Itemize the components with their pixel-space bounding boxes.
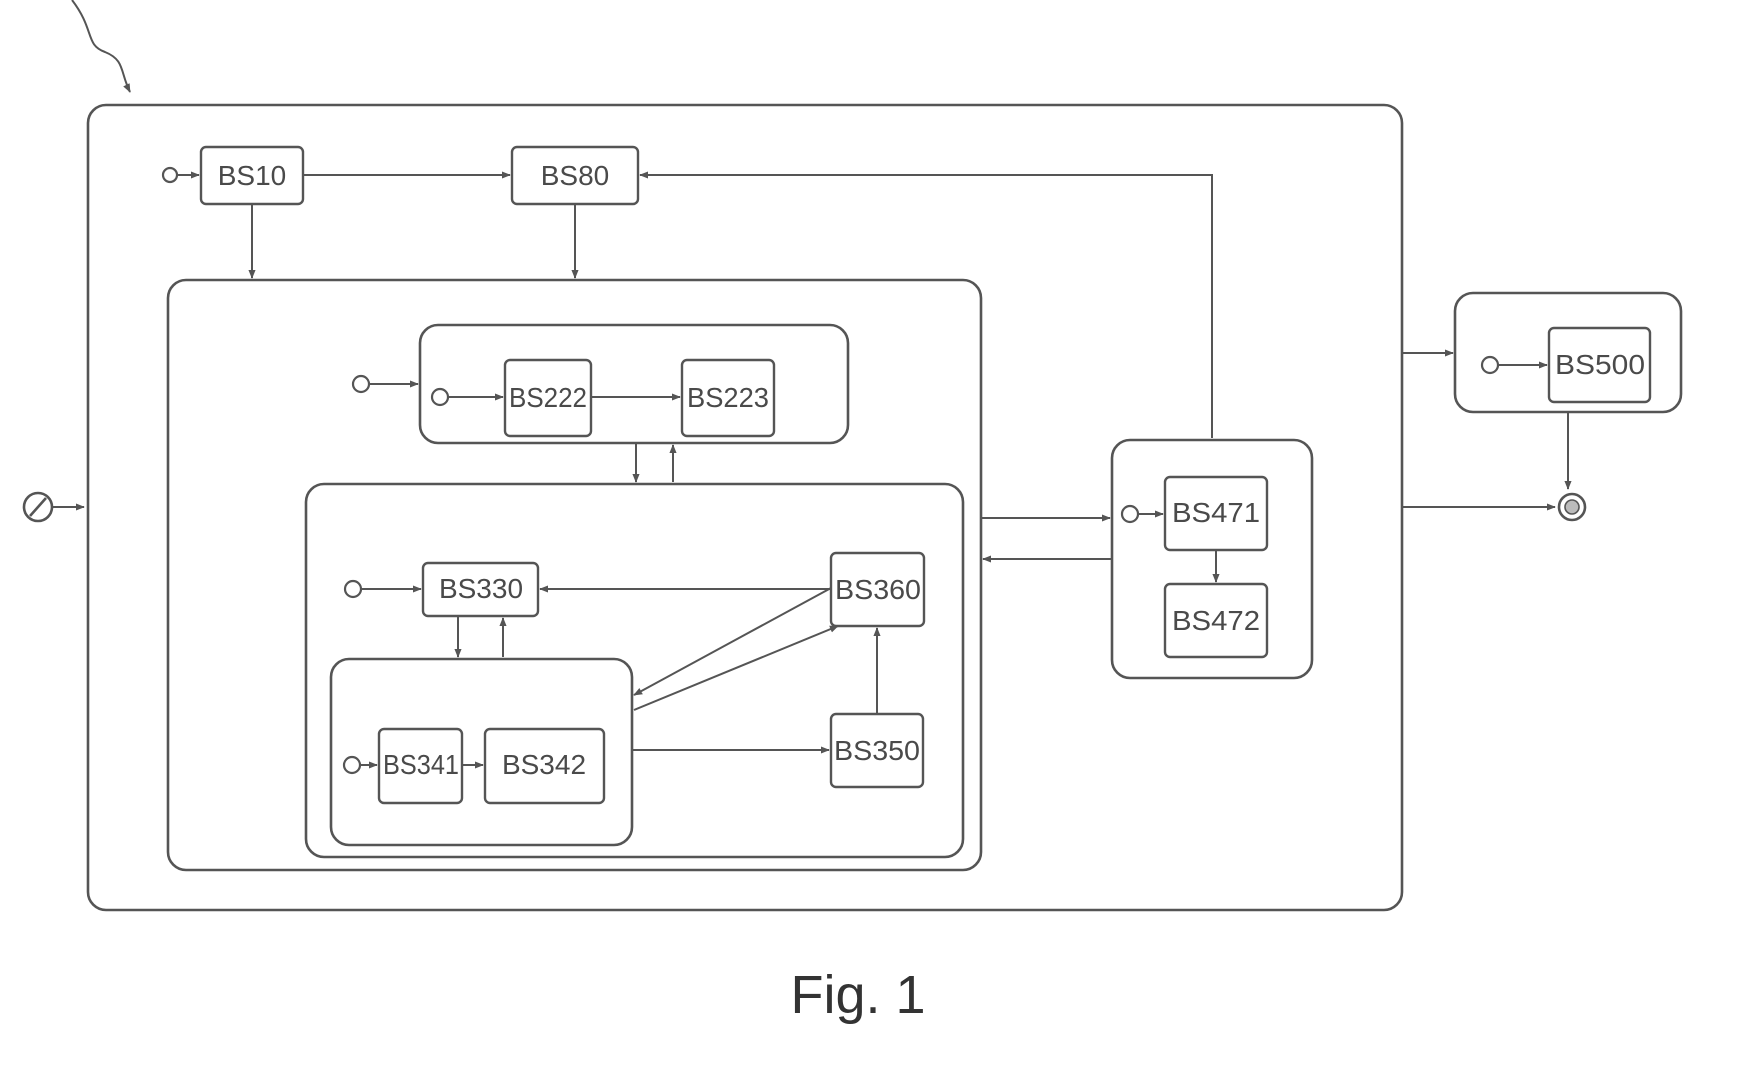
reference-leader-line bbox=[72, 0, 130, 92]
state-bs471: BS471 bbox=[1165, 477, 1267, 550]
state-label-bs471: BS471 bbox=[1172, 497, 1260, 528]
state-label-bs223: BS223 bbox=[687, 382, 769, 413]
state-label-bs350: BS350 bbox=[834, 735, 920, 766]
state-label-bs342: BS342 bbox=[502, 749, 586, 780]
state-label-bs472: BS472 bbox=[1172, 605, 1260, 636]
state-label-bs10: BS10 bbox=[218, 160, 287, 191]
state-label-bs500: BS500 bbox=[1555, 349, 1645, 380]
state-bs360: BS360 bbox=[831, 553, 924, 626]
state-bs500: BS500 bbox=[1549, 328, 1650, 402]
state-bs472: BS472 bbox=[1165, 584, 1267, 657]
transitions bbox=[53, 175, 1568, 765]
initial-state-icon bbox=[1482, 357, 1498, 373]
initial-state-icon bbox=[353, 376, 369, 392]
state-label-bs222: BS222 bbox=[509, 382, 587, 413]
state-bs341: BS341 bbox=[379, 729, 462, 803]
initial-state-icon bbox=[1122, 506, 1138, 522]
initial-state-icon bbox=[344, 757, 360, 773]
state-bs222: BS222 bbox=[505, 360, 591, 436]
state-bs330: BS330 bbox=[423, 563, 538, 616]
initial-state-icon bbox=[163, 168, 177, 182]
state-bs223: BS223 bbox=[682, 360, 774, 436]
entry-point-icon bbox=[24, 493, 52, 521]
state-bs10: BS10 bbox=[201, 147, 303, 204]
initial-state-icon bbox=[345, 581, 361, 597]
state-label-bs330: BS330 bbox=[439, 573, 523, 604]
state-bs342: BS342 bbox=[485, 729, 604, 803]
state-bs80: BS80 bbox=[512, 147, 638, 204]
state-label-bs360: BS360 bbox=[835, 574, 921, 605]
final-state-icon bbox=[1559, 494, 1585, 520]
state-bs350: BS350 bbox=[831, 714, 923, 787]
composite-state-bs222-group bbox=[420, 325, 848, 443]
state-label-bs341: BS341 bbox=[383, 749, 459, 780]
initial-state-icon bbox=[432, 389, 448, 405]
figure-caption: Fig. 1 bbox=[790, 965, 925, 1025]
state-label-bs80: BS80 bbox=[541, 160, 610, 191]
